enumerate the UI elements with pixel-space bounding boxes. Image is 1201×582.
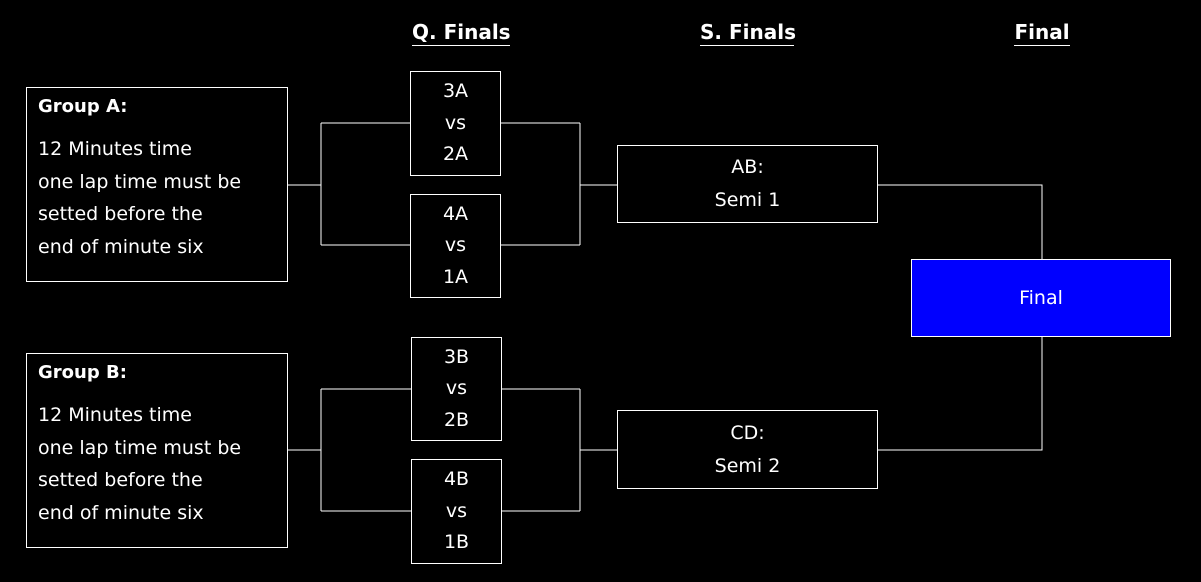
match-team-top: 4B — [443, 468, 470, 491]
semi-label: AB: — [731, 156, 764, 178]
connector-semi-1-to-final — [877, 184, 1043, 259]
match-team-bottom: 2B — [443, 408, 470, 431]
group-b-box: Group B: 12 Minutes time one lap time mu… — [26, 353, 288, 548]
group-b-line: setted before the — [38, 469, 203, 491]
group-a-box: Group A: 12 Minutes time one lap time mu… — [26, 87, 288, 282]
match-team-bottom: 2A — [442, 143, 469, 166]
connector-group-b — [288, 388, 411, 512]
semi-final-1: AB: Semi 1 — [617, 145, 878, 223]
group-a-description: 12 Minutes time one lap time must be set… — [38, 133, 277, 263]
header-semi-finals: S. Finals — [700, 20, 796, 46]
group-a-line: end of minute six — [38, 235, 204, 258]
quarter-final-4: 4B vs 1B — [411, 459, 502, 564]
group-b-line: one lap time must be — [38, 436, 242, 459]
connector-group-a — [288, 122, 410, 246]
quarter-final-2: 4A vs 1A — [410, 194, 501, 298]
semi-label: CD: — [730, 421, 765, 444]
group-b-line: end of minute six — [38, 501, 204, 524]
quarter-final-3: 3B vs 2B — [411, 337, 502, 441]
connector-semi-2-to-final — [877, 337, 1043, 451]
semi-name: Semi 2 — [714, 454, 781, 477]
match-team-top: 4A — [442, 202, 469, 225]
group-a-line: 12 Minutes time — [38, 138, 192, 160]
match-vs: vs — [445, 499, 468, 522]
group-a-line: setted before the — [38, 203, 203, 225]
group-a-line: one lap time must be — [38, 170, 242, 193]
connector-qf-a-to-semi-1 — [501, 122, 617, 246]
match-team-top: 3A — [442, 80, 469, 103]
header-final: Final — [1014, 20, 1070, 46]
match-team-top: 3B — [443, 345, 470, 368]
match-vs: vs — [444, 111, 467, 134]
match-vs: vs — [445, 377, 468, 400]
group-b-description: 12 Minutes time one lap time must be set… — [38, 399, 277, 529]
group-a-title: Group A: — [38, 96, 128, 117]
final-label: Final — [1019, 287, 1063, 309]
group-b-line: 12 Minutes time — [38, 404, 192, 426]
header-quarter-finals: Q. Finals — [412, 20, 511, 46]
final-box: Final — [911, 259, 1171, 337]
match-team-bottom: 1B — [443, 531, 470, 554]
semi-name: Semi 1 — [714, 189, 781, 211]
match-vs: vs — [444, 234, 467, 257]
group-b-title: Group B: — [38, 362, 127, 383]
match-team-bottom: 1A — [442, 265, 469, 288]
semi-final-2: CD: Semi 2 — [617, 410, 878, 489]
quarter-final-1: 3A vs 2A — [410, 71, 501, 176]
connector-qf-b-to-semi-2 — [502, 388, 617, 512]
